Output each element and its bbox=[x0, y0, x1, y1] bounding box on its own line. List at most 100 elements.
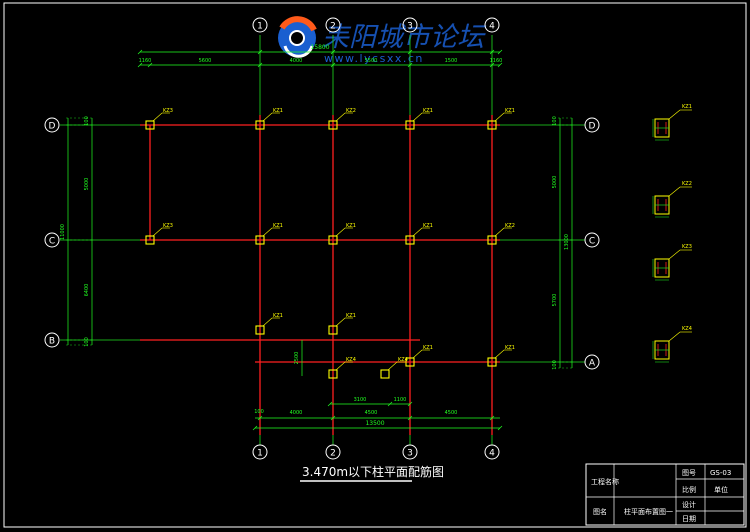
axis-bottom-3-label: 3 bbox=[407, 449, 413, 459]
column-B-1-tag: KZ1 bbox=[273, 313, 283, 319]
column-C-2-tag: KZ1 bbox=[273, 223, 283, 229]
column-D-4-tag: KZ1 bbox=[423, 108, 433, 114]
title-block: 工程名称 图名 柱平面布置图一 图号 GS-03 比例 单位 设计 日期 bbox=[585, 463, 745, 526]
dim-left-seg: 100 bbox=[84, 337, 90, 347]
axis-left-D-bubble bbox=[44, 117, 60, 133]
axis-right-A-bubble bbox=[584, 354, 600, 370]
section-tag-KZ3: KZ3 bbox=[682, 244, 692, 250]
axis-bottom-1-bubble bbox=[252, 444, 268, 460]
column-D-1-tag: KZ3 bbox=[163, 108, 173, 114]
column-A-3 bbox=[405, 357, 415, 367]
column-C-2 bbox=[255, 235, 265, 245]
column-D-2-leader bbox=[262, 112, 273, 122]
sheet-no-value: GS-03 bbox=[710, 469, 731, 477]
watermark-url: www.lycsxx.cn bbox=[324, 52, 424, 65]
dim-right-seg: 5000 bbox=[552, 176, 558, 189]
section-leader bbox=[668, 186, 681, 197]
drawing-title: 3.470m以下柱平面配筋图 bbox=[302, 464, 444, 479]
dim-left-total: 11000 bbox=[60, 224, 66, 240]
dim-tick bbox=[330, 415, 336, 421]
axis-left-B-label: B bbox=[49, 337, 55, 347]
dim-tick bbox=[137, 49, 143, 55]
dim-bottom-seg: 4500 bbox=[365, 410, 378, 416]
dim-tick bbox=[497, 62, 503, 68]
column-D-3 bbox=[328, 120, 338, 130]
dim-right-seg: 100 bbox=[552, 116, 558, 126]
axis-right-A-label: A bbox=[589, 359, 596, 369]
axis-bottom-3-bubble bbox=[402, 444, 418, 460]
column-C-1-leader bbox=[152, 227, 163, 237]
column-C-1 bbox=[145, 235, 155, 245]
column-A-4-leader bbox=[494, 349, 505, 359]
axis-left-D-label: D bbox=[49, 122, 56, 132]
sheet-no-label: 图号 bbox=[682, 469, 696, 477]
column-C-4-leader bbox=[412, 227, 423, 237]
axis-top-3-bubble bbox=[402, 17, 418, 33]
axis-right-D-bubble bbox=[584, 117, 600, 133]
section-tag-KZ4: KZ4 bbox=[682, 326, 692, 332]
dim-tick bbox=[330, 62, 336, 68]
axis-bottom-4-label: 4 bbox=[489, 449, 495, 459]
dim-bottom-seg: 4500 bbox=[445, 410, 458, 416]
column-A-1 bbox=[328, 369, 338, 379]
column-C-3-leader bbox=[335, 227, 346, 237]
project-label: 工程名称 bbox=[591, 477, 619, 486]
dim-tick bbox=[257, 415, 263, 421]
axis-right-D-label: D bbox=[589, 122, 596, 132]
column-D-4-leader bbox=[412, 112, 423, 122]
dim-left-seg: 6400 bbox=[84, 284, 90, 297]
dim-bottom-seg: 4000 bbox=[290, 410, 303, 416]
column-A-1-tag: KZ4 bbox=[346, 357, 356, 363]
column-B-1 bbox=[255, 325, 265, 335]
dim-tick bbox=[147, 62, 153, 68]
axis-bottom-2-label: 2 bbox=[330, 449, 336, 459]
axis-left-B-bubble bbox=[44, 332, 60, 348]
drawing-name-value: 柱平面布置图一 bbox=[624, 507, 673, 516]
dim-tick bbox=[327, 401, 333, 407]
dim-tick bbox=[387, 401, 393, 407]
dim-left-seg: 5000 bbox=[84, 178, 90, 191]
column-D-1 bbox=[145, 120, 155, 130]
dim-tick bbox=[497, 425, 503, 431]
dim-bottom-total: 13500 bbox=[365, 420, 384, 427]
column-A-3-leader bbox=[412, 349, 423, 359]
column-C-4-tag: KZ1 bbox=[423, 223, 433, 229]
column-B-2-leader bbox=[335, 317, 346, 327]
axis-bottom-1-label: 1 bbox=[257, 449, 263, 459]
column-D-1-leader bbox=[152, 112, 163, 122]
dim-right-seg: 100 bbox=[552, 360, 558, 370]
dim-left-seg: 100 bbox=[84, 116, 90, 126]
dim-tick bbox=[497, 49, 503, 55]
scale-label: 比例 bbox=[682, 485, 696, 494]
dim-top-seg: 1160 bbox=[490, 58, 503, 64]
design-label: 设计 bbox=[682, 500, 696, 509]
scale-value: 单位 bbox=[714, 485, 728, 494]
axis-top-4-label: 4 bbox=[489, 22, 495, 32]
dim-tick bbox=[257, 49, 263, 55]
dim-top-seg: 1160 bbox=[139, 58, 152, 64]
column-D-3-tag: KZ2 bbox=[346, 108, 356, 114]
dim-tick bbox=[489, 49, 495, 55]
column-C-1-tag: KZ3 bbox=[163, 223, 173, 229]
column-D-2 bbox=[255, 120, 265, 130]
forum-watermark: 耒阳城市论坛 www.lycsxx.cn bbox=[278, 16, 487, 65]
axis-top-2-label: 2 bbox=[330, 22, 336, 32]
section-leader bbox=[668, 249, 681, 260]
date-label: 日期 bbox=[682, 515, 696, 523]
column-C-5-tag: KZ2 bbox=[505, 223, 515, 229]
axis-bottom-4-bubble bbox=[484, 444, 500, 460]
column-D-5 bbox=[487, 120, 497, 130]
column-D-3-leader bbox=[335, 112, 346, 122]
dim-top-seg: 5600 bbox=[199, 58, 212, 64]
section-leader bbox=[668, 331, 681, 342]
dim-tick bbox=[257, 62, 263, 68]
dim-top-seg: 4000 bbox=[290, 58, 303, 64]
forum-logo-icon bbox=[278, 16, 317, 58]
dim-tick bbox=[407, 49, 413, 55]
axis-right-C-label: C bbox=[589, 237, 595, 247]
column-D-5-leader bbox=[494, 112, 505, 122]
column-D-2-tag: KZ1 bbox=[273, 108, 283, 114]
axis-right-C-bubble bbox=[584, 232, 600, 248]
